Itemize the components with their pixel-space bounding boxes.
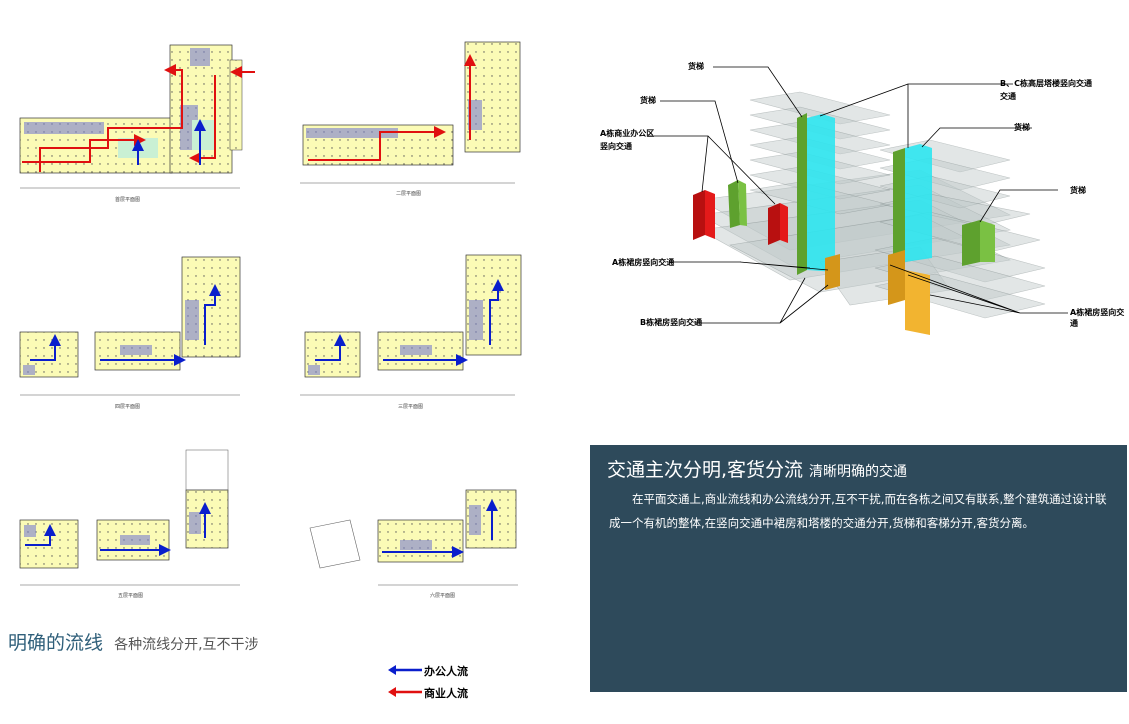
- stack-drawing: [648, 66, 1068, 335]
- vertical-circulation-diagram: 货梯 货梯 A栋商业办公区 竖向交通 B、C栋高层塔楼竖向交通 交通 货梯 货梯…: [590, 0, 1129, 440]
- label-b-podium-core: B栋裙房竖向交通: [640, 318, 703, 327]
- arrow-left-icon: [388, 665, 422, 675]
- label-bc-tower-core-line1: B、C栋高层塔楼竖向交通: [1000, 79, 1092, 88]
- panel-subtitle: 清晰明确的交通: [809, 464, 908, 480]
- label-bc-tower-core: B、C栋高层塔楼竖向交通 交通: [1000, 77, 1092, 103]
- label-a-office-core: A栋商业办公区 竖向交通: [600, 127, 654, 153]
- plan-floor-5: [19, 449, 240, 586]
- plan-caption: 四层平面图: [115, 404, 141, 410]
- panel-title: 交通主次分明,客货分流: [607, 459, 804, 481]
- label-a-office-core-line2: 竖向交通: [600, 142, 632, 151]
- plan-caption: 六层平面图: [430, 593, 456, 599]
- label-freight-elevator: 货梯: [1070, 186, 1086, 195]
- flow-title: 明确的流线: [8, 632, 104, 654]
- leader-lines: [648, 66, 1068, 324]
- label-a-podium-core: A栋裙房竖向交通: [612, 258, 675, 267]
- legend-label: 商业人流: [424, 687, 468, 700]
- label-freight-elevator: 货梯: [688, 62, 704, 71]
- plan-caption: 五层平面图: [118, 593, 144, 599]
- label-freight-elevator: 货梯: [640, 96, 656, 105]
- cyan-cores: [807, 114, 932, 272]
- description-panel: 交通主次分明,客货分流清晰明确的交通 在平面交通上,商业流线和办公流线分开,互不…: [590, 445, 1127, 692]
- flow-subtitle: 各种流线分开,互不干涉: [114, 637, 259, 653]
- arrow-left-icon: [388, 687, 422, 697]
- plan-caption: 二层平面图: [396, 191, 422, 197]
- plan-caption: 首层平面图: [115, 197, 141, 203]
- plan-caption: 三层平面图: [398, 404, 424, 410]
- panel-body-text: 在平面交通上,商业流线和办公流线分开,互不干扰,而在各栋之间又有联系,整个建筑通…: [609, 492, 1107, 530]
- plan-floor-4: [300, 254, 522, 396]
- green-cores: [728, 113, 995, 285]
- plan-floor-3: [19, 256, 241, 396]
- floor-plans-drawing: [19, 41, 522, 586]
- label-a-office-core-line1: A栋商业办公区: [600, 129, 655, 138]
- label-freight-elevator: 货梯: [1014, 123, 1030, 132]
- orange-cores: [825, 250, 930, 335]
- panel-heading: 交通主次分明,客货分流清晰明确的交通: [607, 455, 907, 482]
- plan-floor-6: [309, 489, 518, 586]
- label-a-podium-core-right: A栋裙房竖向交通: [1070, 308, 1125, 328]
- legend-label: 办公人流: [424, 665, 468, 678]
- label-bc-tower-core-line2: 交通: [1000, 92, 1016, 101]
- plan-floor-2: [300, 41, 521, 184]
- plan-floor-1: [19, 44, 255, 189]
- floor-plans: 首层平面图 二层平面图 四层平面图 三层平面图 五层平面图 六层平面图: [19, 41, 522, 599]
- flow-heading: 明确的流线 各种流线分开,互不干涉: [8, 628, 259, 655]
- red-core-a: [693, 190, 788, 245]
